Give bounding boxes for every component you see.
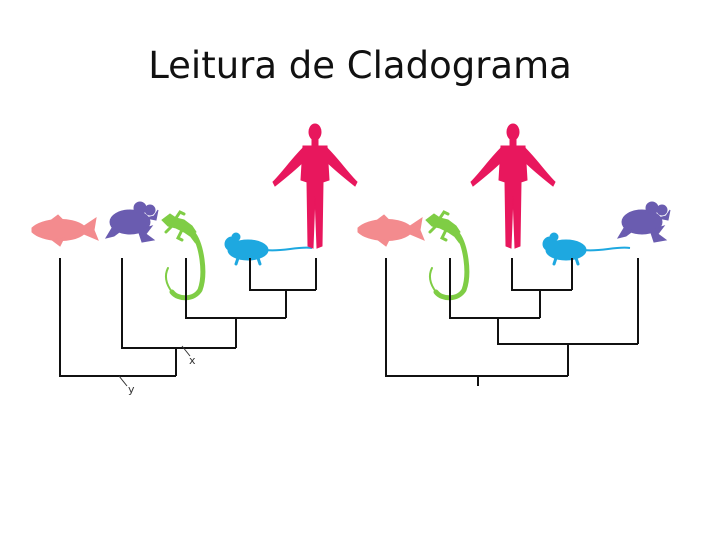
fish-icon	[357, 214, 425, 247]
human-icon	[272, 123, 358, 249]
node-label-y: y	[128, 383, 135, 396]
cladogram-branches	[385, 258, 639, 386]
node-y-pointer	[118, 375, 128, 387]
mouse-icon	[541, 231, 632, 266]
cladogram-right	[357, 123, 671, 386]
frog-icon	[617, 201, 671, 243]
node-label-x: x	[189, 354, 196, 367]
page-title: Leitura de Cladograma	[148, 44, 572, 87]
mouse-icon	[223, 231, 314, 266]
fish-icon	[31, 214, 99, 247]
node-x-pointer	[181, 345, 191, 357]
lizard-icon	[426, 212, 467, 298]
cladogram-left: x y	[31, 123, 358, 396]
lizard-icon	[162, 212, 203, 298]
cladogram-branches	[59, 258, 317, 377]
frog-icon	[105, 201, 159, 243]
human-icon	[470, 123, 556, 249]
